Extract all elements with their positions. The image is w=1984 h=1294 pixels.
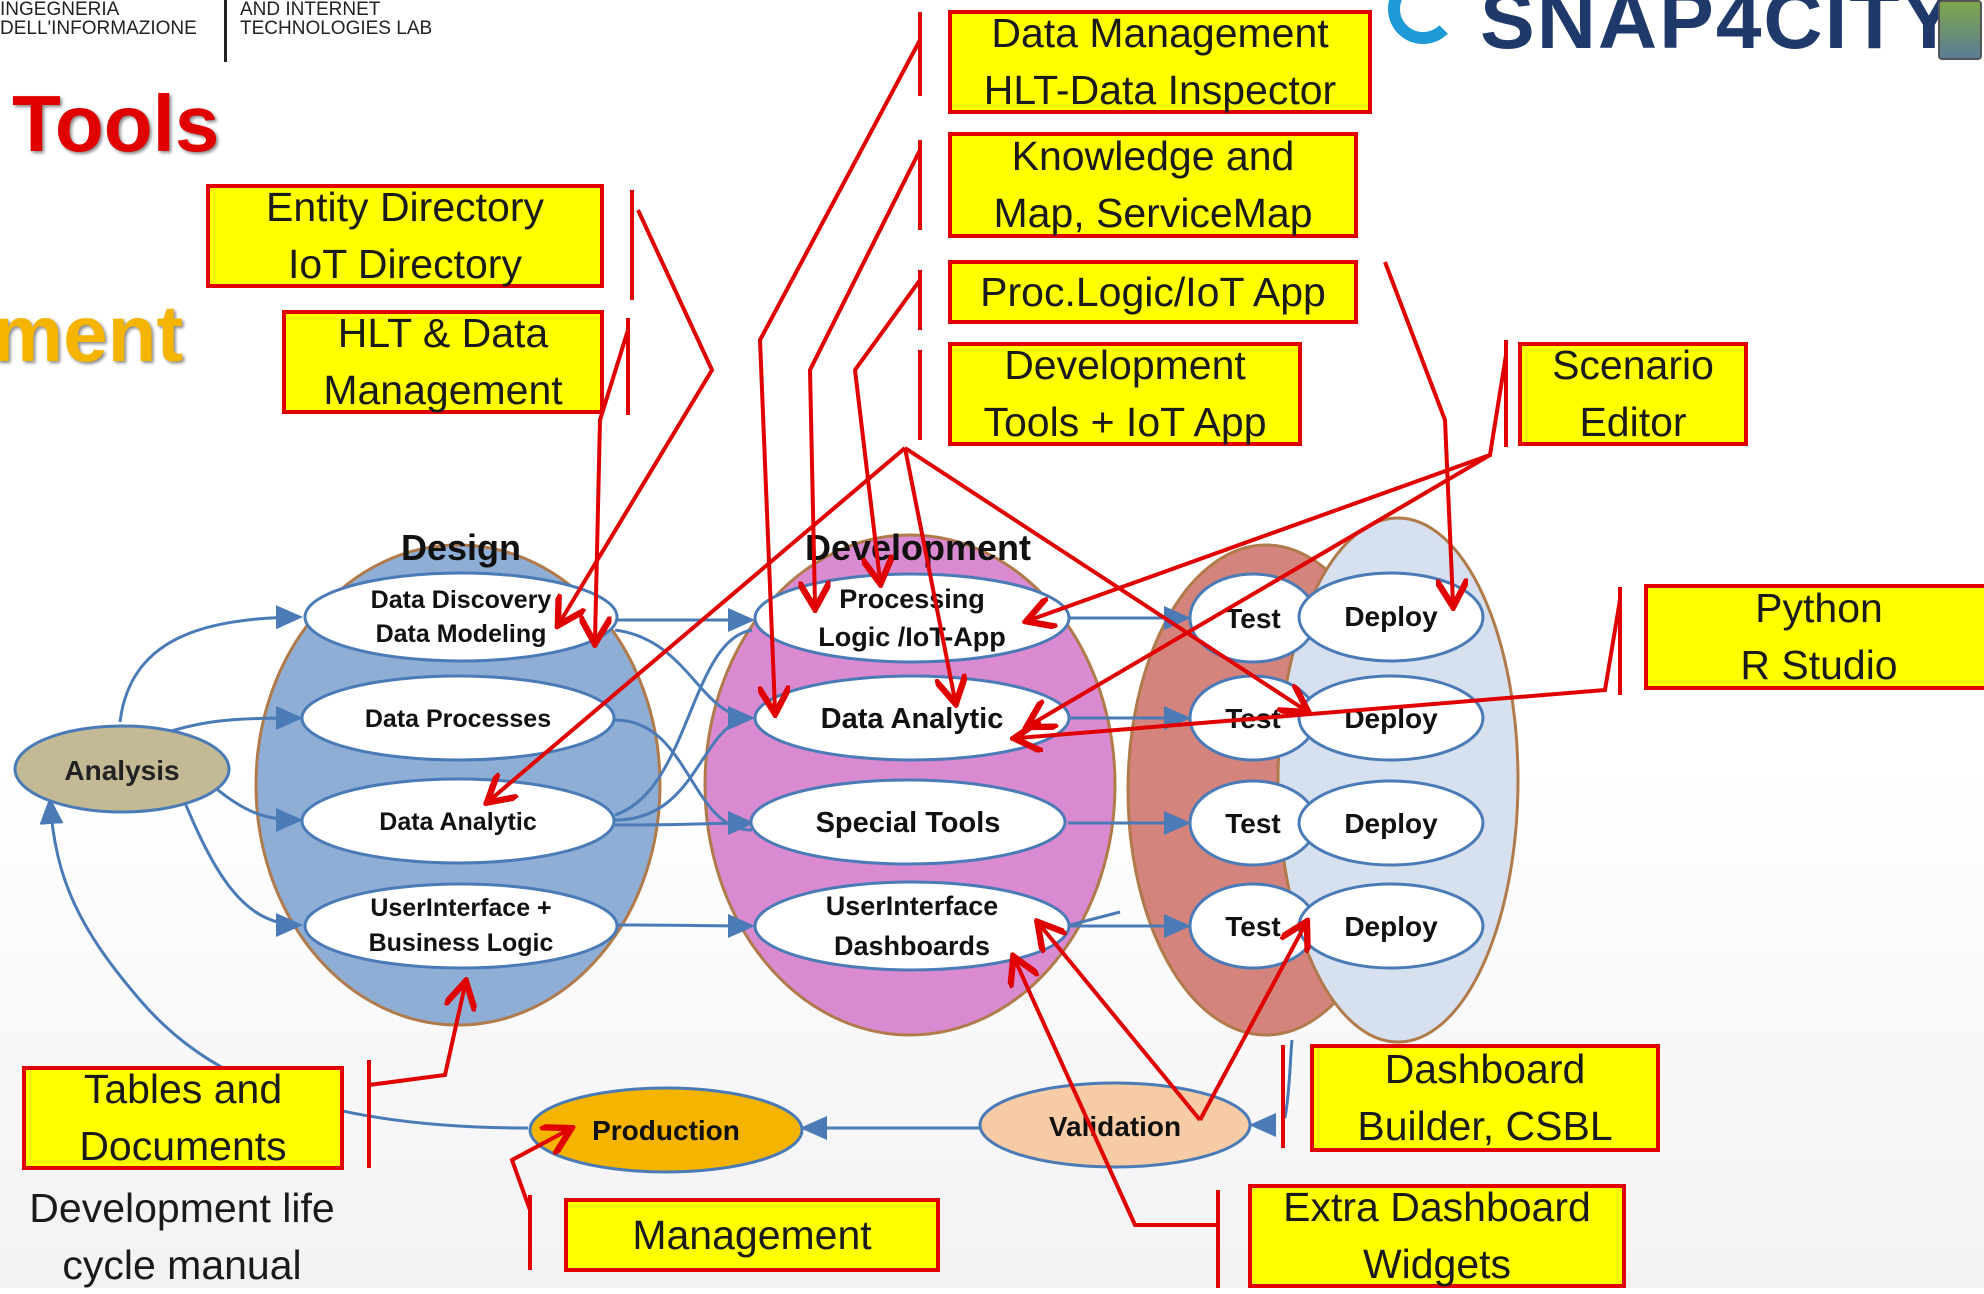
test-deploy-row-2: Test Deploy	[1188, 674, 1485, 762]
deploy-label-3: Deploy	[1344, 808, 1438, 839]
callout-dev-tools: Development Tools + IoT App	[948, 342, 1302, 446]
test-deploy-row-3: Test Deploy	[1188, 779, 1485, 867]
callout-entity-directory-line1: Entity Directory	[266, 184, 544, 230]
dev-item-2: Data Analytic	[753, 674, 1071, 762]
callout-tables-docs-line2: Documents	[79, 1123, 287, 1169]
callout-knowledge-map-line2: Map, ServiceMap	[993, 190, 1313, 236]
city-badge-icon	[1938, 0, 1982, 60]
university-logo-text: INGEGNERIA DELL'INFORMAZIONE	[0, 0, 197, 38]
design-item-4: UserInterface + Business Logic	[303, 882, 619, 970]
dev-item-2-line1: Data Analytic	[821, 703, 1004, 735]
callout-management: Management	[564, 1198, 940, 1272]
test-deploy-row-4: Test Deploy	[1188, 882, 1485, 970]
callout-data-management-line1: Data Management	[991, 10, 1329, 56]
callout-tables-docs-line1: Tables and	[83, 1066, 283, 1112]
callout-dashboard-builder-line2: Builder, CSBL	[1357, 1103, 1613, 1149]
logo-divider	[224, 0, 227, 62]
design-item-2: Data Processes	[300, 674, 616, 762]
design-item-1-line2: Data Modeling	[376, 620, 547, 648]
design-item-1: Data Discovery Data Modeling	[303, 571, 619, 663]
test-label-1: Test	[1225, 603, 1281, 634]
callout-hlt-data-line2: Management	[323, 367, 563, 413]
design-item-3-line1: Data Analytic	[379, 808, 537, 836]
callout-python-r-line1: Python	[1755, 585, 1883, 631]
callout-scenario-editor: Scenario Editor	[1518, 342, 1748, 446]
callout-entity-directory: Entity Directory IoT Directory	[206, 184, 604, 288]
callout-python-r-line2: R Studio	[1740, 642, 1898, 688]
footnote-manual: Development life cycle manual	[2, 1180, 362, 1294]
lab-logo-line2: TECHNOLOGIES LAB	[240, 18, 433, 39]
footnote-line2: cycle manual	[62, 1242, 302, 1288]
test-label-4: Test	[1225, 911, 1281, 942]
callout-data-management: Data Management HLT-Data Inspector	[948, 10, 1372, 114]
university-logo-line2: DELL'INFORMAZIONE	[0, 18, 197, 39]
callout-scenario-editor-line1: Scenario	[1552, 342, 1714, 388]
snap4city-logo: SNAP4CITY	[1480, 0, 1959, 66]
callout-extra-widgets-line2: Widgets	[1362, 1241, 1512, 1287]
tools-title: Tools	[12, 79, 220, 168]
design-item-2-line1: Data Processes	[365, 705, 551, 733]
deploy-label-1: Deploy	[1344, 601, 1438, 632]
production-label: Production	[592, 1115, 740, 1146]
test-label-3: Test	[1225, 808, 1281, 839]
development-title-fragment: ment	[0, 289, 184, 378]
callout-data-management-line2: HLT-Data Inspector	[983, 67, 1337, 113]
dev-item-1-line2: Logic /IoT-App	[818, 622, 1005, 652]
callout-proc-logic-line1: Proc.Logic/IoT App	[980, 268, 1326, 315]
callout-extra-widgets: Extra Dashboard Widgets	[1248, 1184, 1626, 1288]
flow-connectors	[39, 605, 1294, 1140]
callout-hlt-data: HLT & Data Management	[282, 310, 604, 414]
lab-logo-text: AND INTERNET TECHNOLOGIES LAB	[240, 0, 432, 38]
dev-item-1: Processing Logic /IoT-App	[753, 572, 1071, 664]
dev-item-3-line1: Special Tools	[816, 807, 1001, 839]
callout-scenario-editor-line2: Editor	[1579, 399, 1687, 445]
validation-label: Validation	[1049, 1111, 1181, 1142]
footnote-line1: Development life	[29, 1185, 335, 1231]
callout-entity-directory-line2: IoT Directory	[288, 241, 522, 287]
deploy-label-4: Deploy	[1344, 911, 1438, 942]
dev-item-4-line1: UserInterface	[826, 891, 999, 921]
callout-proc-logic: Proc.Logic/IoT App	[948, 260, 1358, 324]
test-deploy-row-1: Test Deploy	[1188, 571, 1485, 664]
callout-extra-widgets-line1: Extra Dashboard	[1283, 1184, 1591, 1230]
callout-management-line1: Management	[632, 1211, 872, 1258]
analysis-label: Analysis	[64, 755, 179, 786]
lab-logo-line1: AND INTERNET	[240, 0, 381, 20]
development-phase-title: Development	[805, 527, 1031, 568]
design-item-1-line1: Data Discovery	[371, 586, 552, 614]
design-item-4-line2: Business Logic	[369, 929, 554, 957]
validation-node	[978, 1081, 1252, 1169]
callout-dev-tools-line2: Tools + IoT App	[983, 399, 1267, 445]
dev-item-1-line1: Processing	[839, 584, 985, 614]
callout-arrows	[367, 12, 1622, 1288]
dev-item-4-line2: Dashboards	[834, 931, 990, 961]
callout-knowledge-map: Knowledge and Map, ServiceMap	[948, 132, 1358, 238]
callout-dashboard-builder: Dashboard Builder, CSBL	[1310, 1044, 1660, 1152]
design-item-3: Data Analytic	[300, 777, 616, 865]
callout-dashboard-builder-line1: Dashboard	[1384, 1046, 1586, 1092]
callout-hlt-data-line1: HLT & Data	[337, 310, 549, 356]
dev-item-3: Special Tools	[749, 778, 1067, 866]
design-phase-title: Design	[401, 527, 521, 568]
production-node	[528, 1086, 804, 1174]
dev-item-4: UserInterface Dashboards	[753, 880, 1071, 972]
analysis-node	[13, 724, 231, 814]
callout-python-r: Python R Studio	[1644, 584, 1984, 690]
callout-tables-docs: Tables and Documents	[22, 1066, 344, 1170]
design-item-4-line1: UserInterface +	[370, 894, 551, 922]
university-logo-line1: INGEGNERIA	[0, 0, 120, 20]
callout-knowledge-map-line1: Knowledge and	[1011, 133, 1295, 179]
callout-dev-tools-line1: Development	[1004, 342, 1246, 388]
